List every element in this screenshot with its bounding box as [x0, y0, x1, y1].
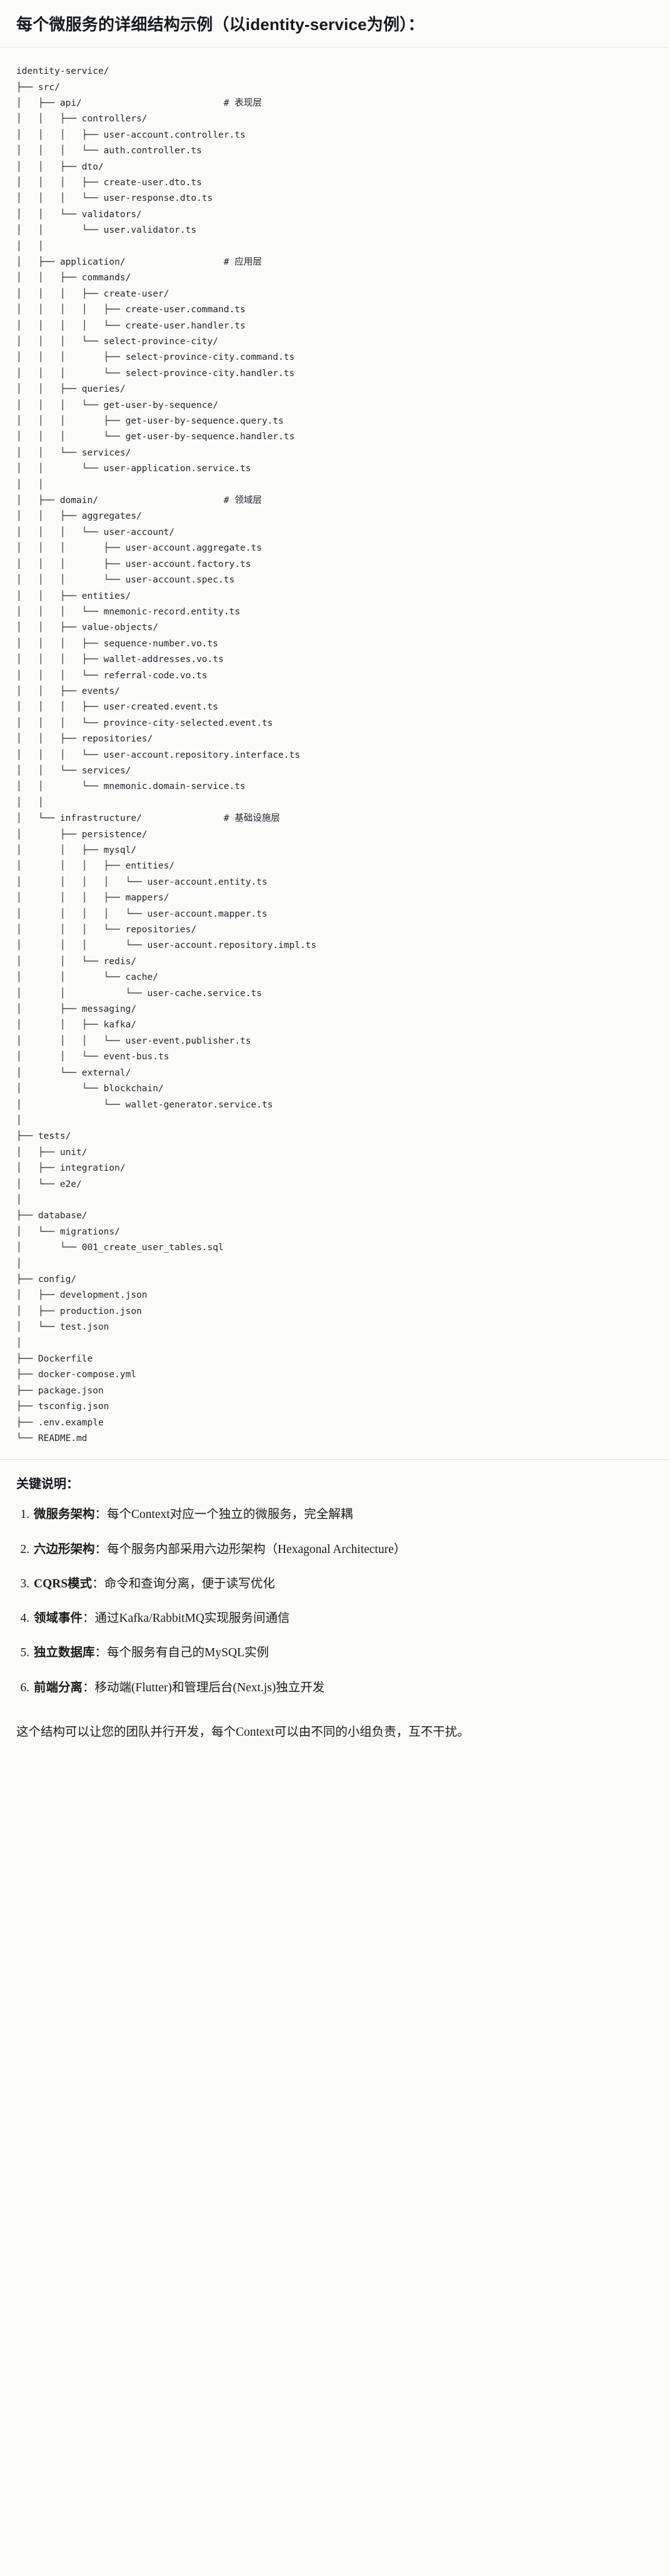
note-desc: 命令和查询分离，便于读写优化	[104, 1577, 275, 1591]
directory-tree-block: identity-service/ ├── src/ │ ├── api/ # …	[0, 48, 669, 1460]
note-desc: 每个服务有自己的MySQL实例	[107, 1646, 269, 1660]
closing-paragraph: 这个结构可以让您的团队并行开发，每个Context可以由不同的小组负责，互不干扰…	[16, 1725, 470, 1739]
title-divider	[0, 47, 669, 48]
key-notes-section: 关键说明： 微服务架构：每个Context对应一个独立的微服务，完全解耦 六边形…	[0, 1460, 669, 1719]
list-item: 六边形架构：每个服务内部采用六边形架构（Hexagonal Architectu…	[33, 1540, 653, 1559]
note-desc: 通过Kafka/RabbitMQ实现服务间通信	[94, 1612, 290, 1626]
list-item: 领域事件：通过Kafka/RabbitMQ实现服务间通信	[33, 1609, 653, 1627]
notes-divider	[0, 1459, 669, 1460]
note-separator: ：	[94, 1542, 108, 1556]
note-name: 领域事件	[34, 1612, 83, 1626]
document-page: 每个微服务的详细结构示例（以identity-service为例）： ident…	[0, 0, 669, 1757]
note-name: CQRS模式	[34, 1577, 93, 1591]
list-item: CQRS模式：命令和查询分离，便于读写优化	[33, 1575, 653, 1593]
key-notes-list: 微服务架构：每个Context对应一个独立的微服务，完全解耦 六边形架构：每个服…	[16, 1505, 653, 1697]
note-separator: ：	[83, 1681, 95, 1694]
note-separator: ：	[94, 1646, 108, 1660]
key-notes-title: 关键说明：	[16, 1477, 79, 1492]
note-separator: ：	[92, 1577, 104, 1591]
note-name: 微服务架构	[34, 1508, 95, 1522]
note-name: 六边形架构	[34, 1542, 95, 1556]
page-title: 每个微服务的详细结构示例（以identity-service为例）：	[16, 15, 425, 34]
list-item: 独立数据库：每个服务有自己的MySQL实例	[33, 1644, 653, 1662]
note-desc: 每个Context对应一个独立的微服务，完全解耦	[107, 1508, 353, 1522]
list-item: 前端分离：移动端(Flutter)和管理后台(Next.js)独立开发	[33, 1679, 653, 1697]
note-desc: 移动端(Flutter)和管理后台(Next.js)独立开发	[94, 1681, 325, 1694]
note-desc: 每个服务内部采用六边形架构（Hexagonal Architecture）	[107, 1542, 406, 1556]
directory-tree: identity-service/ ├── src/ │ ├── api/ # …	[16, 66, 317, 1444]
list-item: 微服务架构：每个Context对应一个独立的微服务，完全解耦	[33, 1505, 653, 1524]
note-name: 独立数据库	[34, 1646, 95, 1660]
note-separator: ：	[94, 1508, 108, 1522]
note-separator: ：	[83, 1612, 95, 1626]
note-name: 前端分离	[34, 1681, 83, 1694]
